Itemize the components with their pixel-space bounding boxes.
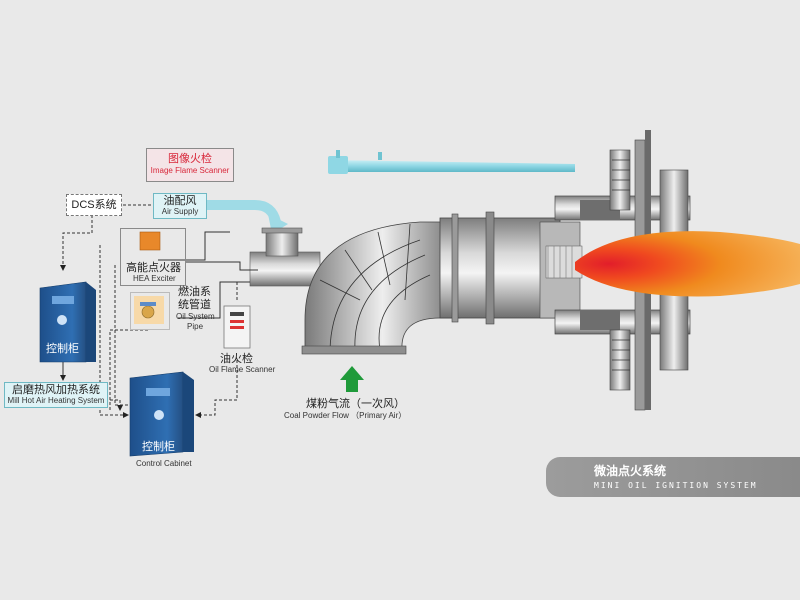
flame-scanner-probe: [328, 150, 575, 174]
exciter-icon: [139, 231, 161, 251]
coal-flow-en: Coal Powder Flow （Primary Air）: [284, 411, 407, 420]
oil-pipe-en2: Pipe: [187, 322, 204, 331]
burner-body: [439, 211, 583, 325]
title-en: MINI OIL IGNITION SYSTEM: [594, 481, 758, 490]
dcs-box: DCS系统: [66, 194, 122, 216]
heating-en: Mill Hot Air Heating System: [7, 396, 105, 405]
oil-pipe-box: [130, 292, 170, 330]
cabinet-left-graphic: [39, 281, 96, 363]
oil-valve-icon: [134, 296, 164, 324]
exciter-cn: 高能点火器: [126, 262, 181, 274]
exciter-en: HEA Exciter: [133, 274, 176, 283]
oil-pipe-cn1: 燃油系: [178, 286, 211, 298]
dcs-label: DCS系统: [71, 199, 117, 211]
title-banner: 微油点火系统 MINI OIL IGNITION SYSTEM: [546, 457, 800, 497]
oil-scanner-en: Oil Flame Scanner: [209, 365, 276, 374]
elbow-pipe: [301, 221, 461, 355]
air-supply-en: Air Supply: [161, 207, 199, 216]
air-supply-cn: 油配风: [163, 195, 197, 207]
heating-cn: 启磨热风加热系统: [12, 384, 100, 396]
coal-flow-cn: 煤粉气流（一次风）: [306, 398, 405, 410]
oil-inlet-pipe: [249, 251, 321, 287]
cabinet-main-graphic: [129, 371, 194, 457]
oil-scanner-device: [223, 305, 251, 349]
exciter-box: [120, 228, 186, 286]
oil-scanner-cn: 油火检: [220, 353, 253, 365]
connection-lines: [60, 204, 258, 418]
flame-scanner-label-box: 图像火检 Image Flame Scanner: [146, 148, 234, 182]
title-cn: 微油点火系统: [594, 464, 667, 478]
cabinet-main-en: Control Cabinet: [136, 459, 192, 468]
cabinet-left-label: 控制柜: [46, 343, 79, 355]
oil-pipe-en1: Oil System: [176, 312, 215, 321]
flame: [575, 231, 800, 297]
flame-scanner-en: Image Flame Scanner: [150, 166, 230, 175]
heating-box: 启磨热风加热系统 Mill Hot Air Heating System: [4, 382, 108, 408]
oil-pipe-cn2: 统管道: [178, 299, 211, 311]
coal-flow-arrow: [340, 366, 364, 392]
flame-scanner-cn: 图像火检: [168, 153, 212, 165]
air-supply-box: 油配风 Air Supply: [153, 193, 207, 219]
air-inlet-stub: [265, 229, 299, 257]
cabinet-main-cn: 控制柜: [142, 441, 175, 453]
